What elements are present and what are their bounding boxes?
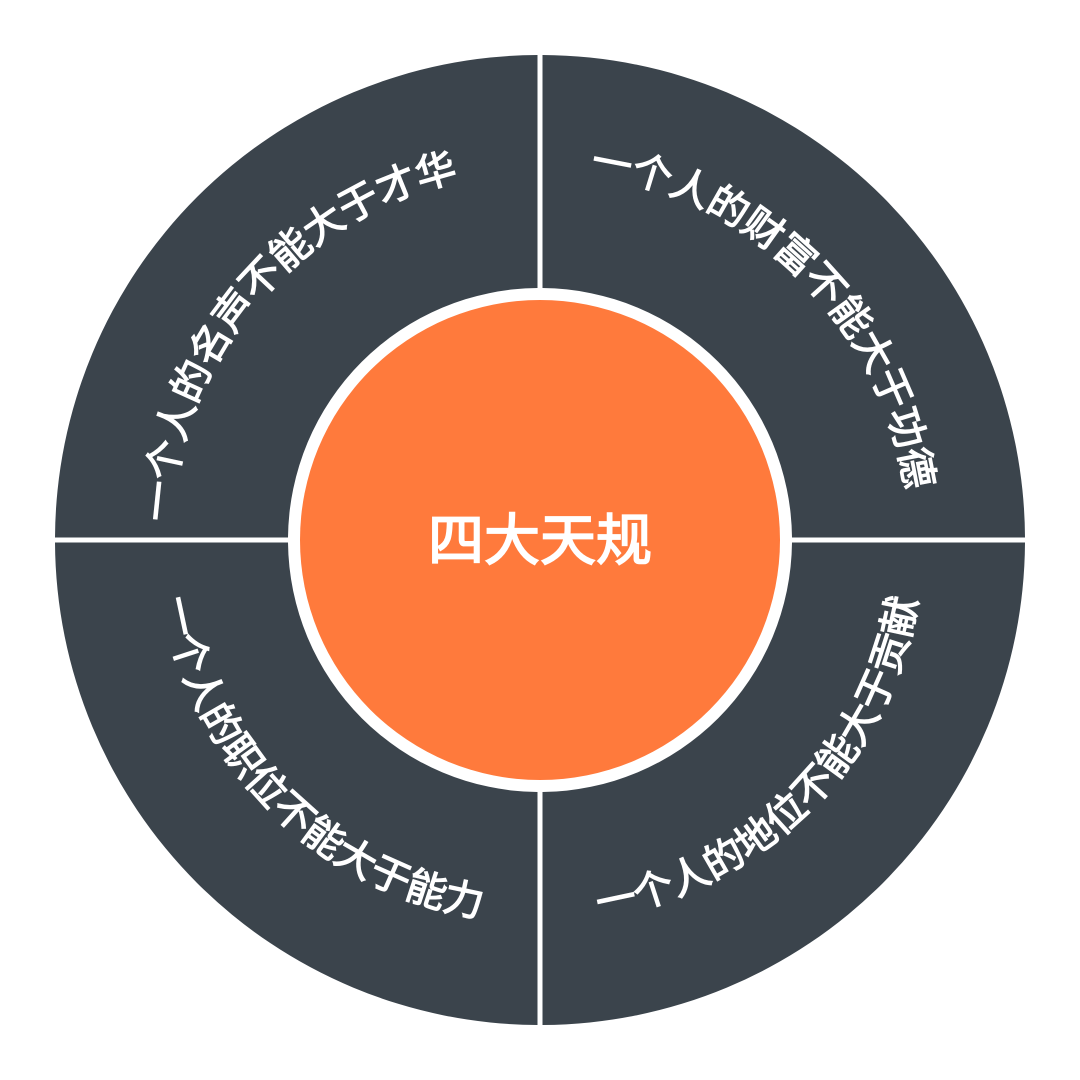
segment-top-right [542,55,1025,538]
segment-bottom-right [542,542,1025,1025]
center-circle [300,300,780,780]
segment-bottom-left [55,542,538,1025]
center-label: 四大天规 [428,509,652,574]
segment-top-left [55,55,538,538]
ring-segments [55,55,1025,1025]
